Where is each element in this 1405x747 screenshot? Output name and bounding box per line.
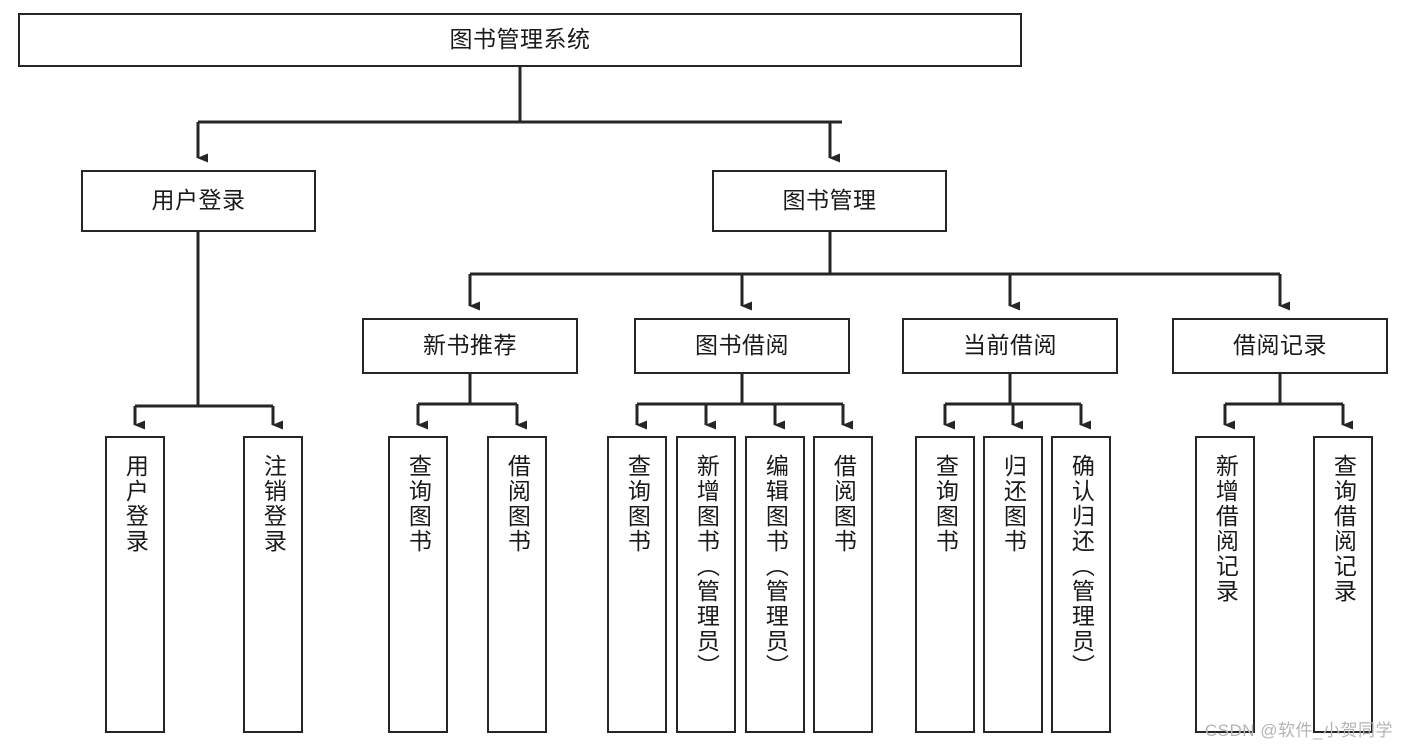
- node-label: 新增图书（管理员）: [693, 454, 720, 679]
- node-new-book-recommend[interactable]: 新书推荐: [362, 318, 578, 374]
- node-label: 新增借阅记录: [1212, 454, 1239, 604]
- node-leaf-add-book-admin[interactable]: 新增图书（管理员）: [676, 436, 736, 733]
- node-label: 新书推荐: [423, 332, 517, 359]
- node-leaf-query-book-borrow[interactable]: 查询图书: [607, 436, 667, 733]
- node-leaf-edit-book-admin[interactable]: 编辑图书（管理员）: [745, 436, 805, 733]
- node-user-login[interactable]: 用户登录: [81, 170, 316, 232]
- node-label: 编辑图书（管理员）: [762, 454, 789, 679]
- node-label: 归还图书: [1000, 454, 1027, 554]
- node-book-borrow[interactable]: 图书借阅: [634, 318, 850, 374]
- node-label: 借阅图书: [504, 454, 531, 554]
- node-label: 用户登录: [151, 187, 246, 214]
- node-label: 借阅图书: [830, 454, 857, 554]
- node-leaf-query-book-recommend[interactable]: 查询图书: [388, 436, 448, 733]
- node-label: 当前借阅: [963, 332, 1057, 359]
- node-borrow-record[interactable]: 借阅记录: [1172, 318, 1388, 374]
- node-leaf-borrow-book-recommend[interactable]: 借阅图书: [487, 436, 547, 733]
- node-label: 查询图书: [932, 454, 959, 554]
- node-leaf-confirm-return-admin[interactable]: 确认归还（管理员）: [1051, 436, 1111, 733]
- node-label: 注销登录: [260, 454, 287, 554]
- csdn-watermark: CSDN @软件_小贺同学: [1204, 721, 1393, 740]
- node-leaf-user-login[interactable]: 用户登录: [105, 436, 165, 733]
- node-label: 图书管理系统: [449, 26, 591, 53]
- node-current-borrow[interactable]: 当前借阅: [902, 318, 1118, 374]
- node-leaf-query-borrow-record[interactable]: 查询借阅记录: [1313, 436, 1373, 733]
- node-label: 图书借阅: [695, 332, 789, 359]
- node-leaf-return-book[interactable]: 归还图书: [983, 436, 1043, 733]
- node-leaf-borrow-book[interactable]: 借阅图书: [813, 436, 873, 733]
- node-leaf-query-book-current[interactable]: 查询图书: [915, 436, 975, 733]
- node-label: 查询借阅记录: [1330, 454, 1357, 604]
- node-leaf-logout-login[interactable]: 注销登录: [243, 436, 303, 733]
- node-label: 查询图书: [405, 454, 432, 554]
- node-label: 用户登录: [122, 454, 149, 554]
- node-label: 查询图书: [624, 454, 651, 554]
- node-leaf-add-borrow-record[interactable]: 新增借阅记录: [1195, 436, 1255, 733]
- node-root-book-management-system[interactable]: 图书管理系统: [18, 13, 1022, 67]
- node-label: 借阅记录: [1233, 332, 1327, 359]
- node-label: 确认归还（管理员）: [1068, 454, 1095, 679]
- node-label: 图书管理: [782, 187, 877, 214]
- node-book-management[interactable]: 图书管理: [712, 170, 947, 232]
